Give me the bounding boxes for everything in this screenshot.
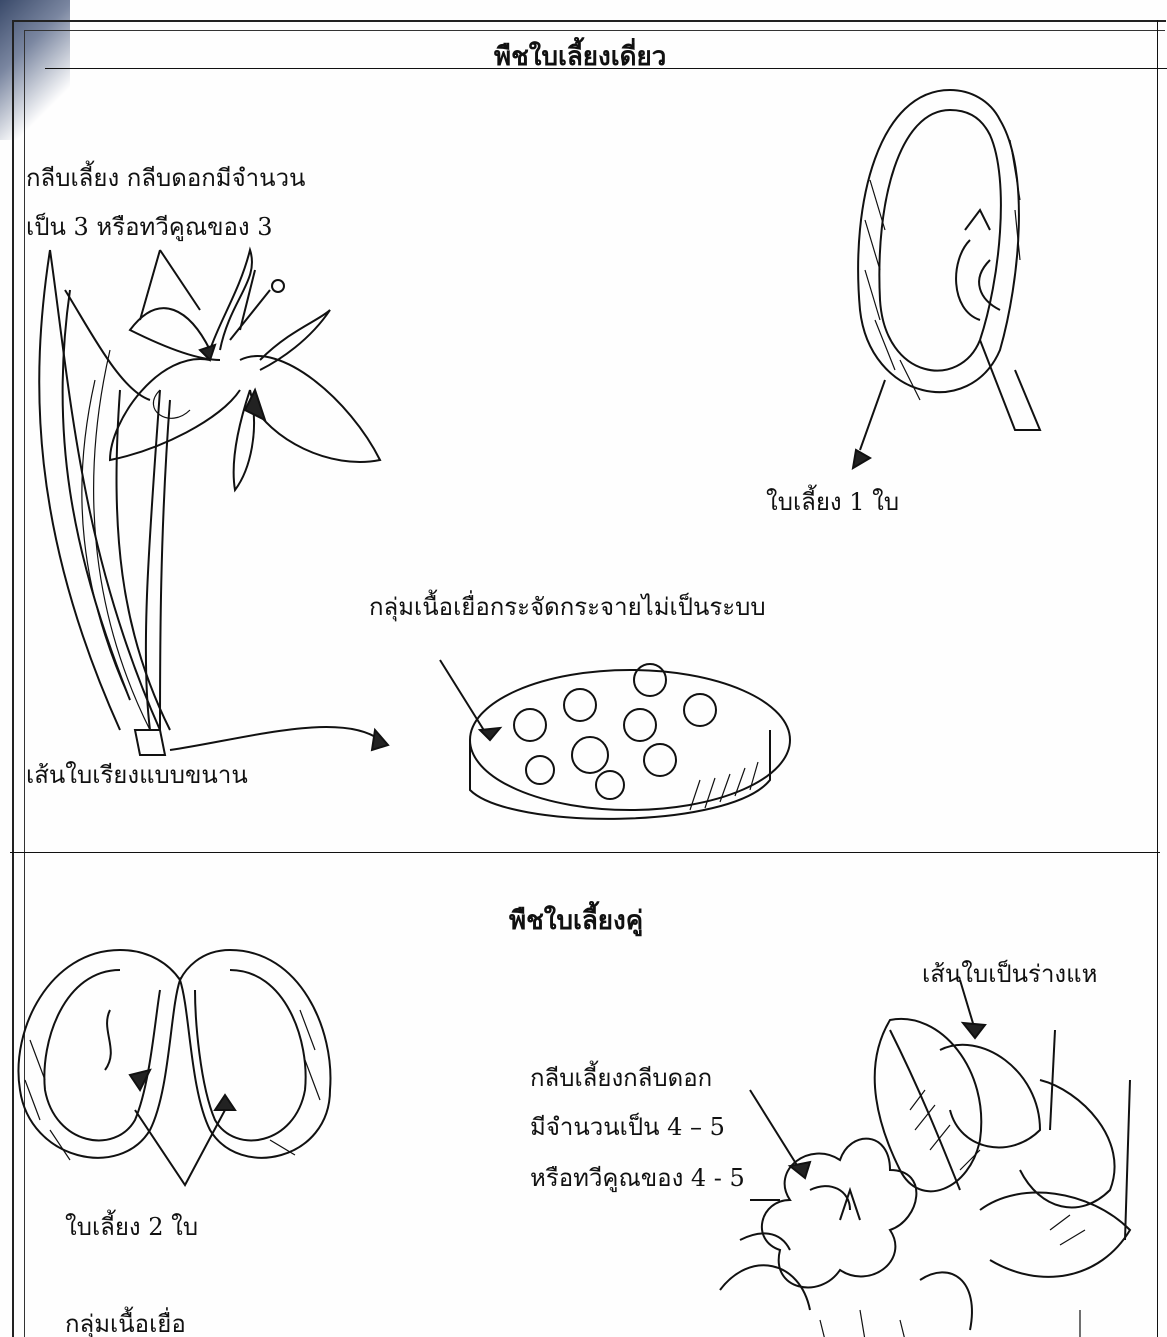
monocot-stem-cross-section: [430, 630, 790, 850]
monocot-vascular-label: กลุ่มเนื้อเยื่อกระจัดกระจายไม่เป็นระบบ: [369, 595, 766, 619]
dicot-flower-drawing: [660, 990, 1160, 1337]
monocot-cotyledon-arrow: [848, 440, 878, 470]
monocot-flower-drawing: [10, 230, 410, 770]
dicot-title: พืชใบเลี้ยงคู่: [509, 908, 643, 934]
monocot-leaf-veins-label: เส้นใบเรียงแบบขนาน: [26, 763, 248, 787]
dicot-vascular-label: กลุ่มเนื้อเยื่อ: [65, 1312, 186, 1336]
monocot-cotyledon-label: ใบเลี้ยง 1 ใบ: [766, 490, 899, 514]
dicot-cotyledon-label: ใบเลี้ยง 2 ใบ: [65, 1215, 198, 1239]
dicot-seed-drawing: [10, 930, 340, 1190]
monocot-seed-drawing: [840, 80, 1060, 460]
section-divider: [10, 852, 1160, 853]
dicot-leaf-veins-label: เส้นใบเป็นร่างแห: [922, 962, 1097, 986]
monocot-title: พืชใบเลี้ยงเดี่ยว: [494, 44, 666, 70]
monocot-floral-parts-line1: กลีบเลี้ยง กลีบดอกมีจำนวน: [26, 166, 305, 190]
